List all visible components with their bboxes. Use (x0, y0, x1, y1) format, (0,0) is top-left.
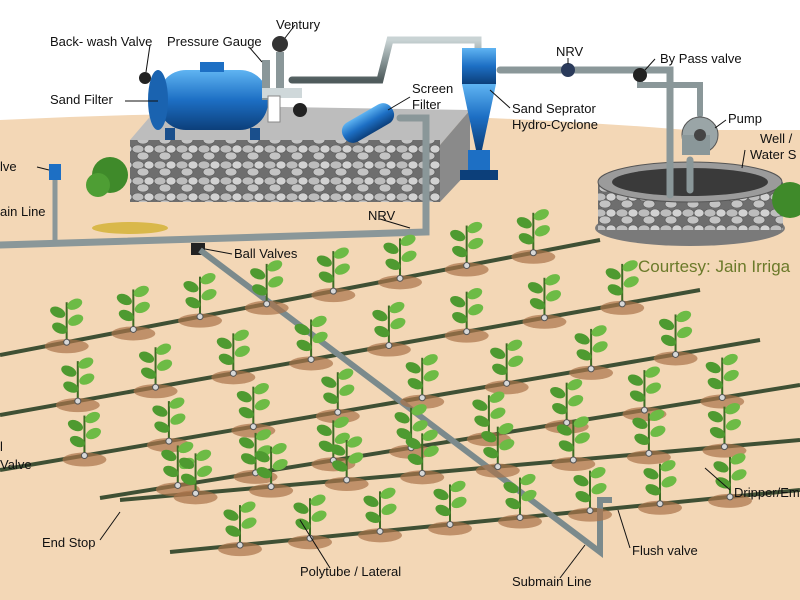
well-label-1: Well / (760, 131, 793, 146)
plant (288, 494, 332, 550)
plant (700, 353, 745, 409)
plant (569, 325, 614, 380)
flush-valve-label: Flush valve (632, 543, 698, 558)
plant (55, 357, 100, 413)
hydro-cyclone (460, 48, 498, 180)
plant (311, 247, 356, 303)
plant (522, 274, 567, 329)
plant (111, 285, 156, 341)
plant (551, 416, 596, 471)
nrv-top-label: NRV (556, 44, 584, 59)
plant (366, 301, 411, 357)
lateral-tube (0, 288, 701, 417)
plant (466, 391, 511, 447)
lateral-tube (119, 438, 800, 502)
plants (44, 209, 752, 557)
plant (233, 429, 278, 484)
plant (244, 260, 289, 315)
sand-separator-label-2: Hydro-Cyclone (512, 117, 598, 132)
top-valves (561, 63, 647, 82)
plant (289, 315, 334, 371)
sand-filter-tank (139, 60, 270, 140)
well-label-2: Water S (750, 147, 797, 162)
plant (178, 273, 222, 328)
bushes (86, 157, 800, 234)
courtesy-text: Courtesy: Jain Irriga (638, 257, 791, 276)
laterals (0, 238, 800, 554)
plant (444, 221, 489, 277)
plant (498, 473, 542, 529)
plant (324, 436, 369, 491)
plant (568, 467, 612, 522)
submain-line (198, 247, 612, 559)
plant (653, 310, 698, 366)
submain-label: Submain Line (512, 574, 592, 589)
lateral-tube (0, 338, 761, 472)
screen-filter-label-2: Filter (412, 97, 441, 112)
plant (400, 429, 445, 485)
end-stop-label: End Stop (42, 535, 96, 550)
plant (600, 260, 645, 315)
plant (428, 480, 472, 536)
plant (702, 403, 747, 458)
lateral-tube (0, 238, 601, 357)
pressure-gauge-label: Pressure Gauge (167, 34, 262, 49)
plant (211, 329, 256, 385)
plant (626, 409, 671, 465)
plant (218, 501, 262, 557)
ball-valves-label: Ball Valves (234, 246, 298, 261)
pump-label: Pump (728, 111, 762, 126)
plant (475, 423, 520, 478)
left-l-label: l (0, 439, 3, 454)
ventury-unit (262, 36, 307, 123)
plant (544, 379, 589, 434)
backwash-valve-label: Back- wash Valve (50, 34, 153, 49)
plant (444, 288, 489, 343)
plant (378, 234, 422, 290)
soil-field (0, 113, 800, 600)
main-line-label: ain Line (0, 204, 46, 219)
plant (638, 460, 682, 515)
plant (133, 343, 178, 399)
lateral-tube (169, 488, 800, 554)
screen-filter-label-1: Screen (412, 81, 454, 96)
left-valve-label: Valve (0, 457, 32, 472)
plant (249, 443, 294, 498)
air-valve-label: lve (0, 159, 17, 174)
air-valve (49, 164, 61, 180)
leader-lines (36, 24, 746, 579)
plant (511, 209, 556, 264)
pump (681, 116, 719, 155)
plant (62, 411, 107, 467)
plant (44, 298, 89, 354)
polytube-label: Polytube / Lateral (300, 564, 402, 579)
sand-filter-label: Sand Filter (50, 92, 113, 107)
bypass-valve-label: By Pass valve (660, 51, 742, 66)
dripper-label: Dripper/Em (734, 485, 800, 500)
nrv-bottom-label: NRV (368, 208, 396, 223)
sand-separator-label-1: Sand Seprator (512, 101, 596, 116)
ventury-label: Ventury (276, 17, 321, 32)
screen-filter (341, 103, 395, 143)
plant (173, 449, 218, 505)
plant (400, 354, 445, 409)
plant (484, 339, 529, 395)
plant (358, 487, 402, 543)
